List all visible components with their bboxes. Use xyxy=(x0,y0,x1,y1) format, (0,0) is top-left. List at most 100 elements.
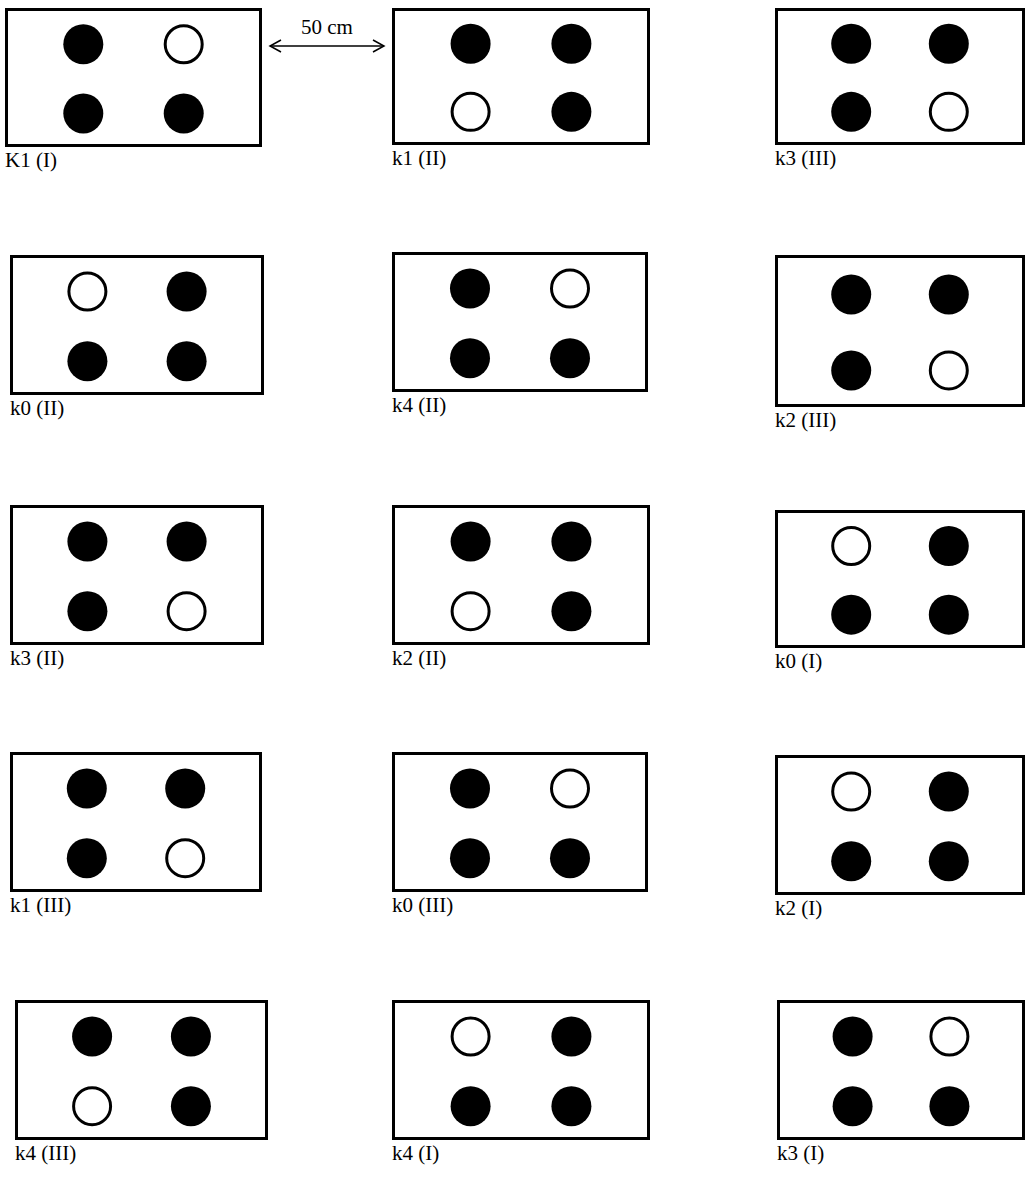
plant xyxy=(450,269,490,309)
plant xyxy=(831,841,871,881)
plot-label: k1 (III) xyxy=(10,893,71,918)
sample-plant xyxy=(833,773,870,810)
plant-markers xyxy=(13,258,261,392)
plot-label: k3 (III) xyxy=(775,146,836,171)
plant-markers xyxy=(778,258,1022,404)
plant xyxy=(167,522,207,562)
sample-plant xyxy=(168,593,205,630)
sample-plant xyxy=(552,770,589,807)
plant-markers xyxy=(778,513,1022,645)
plant xyxy=(451,522,491,562)
plant xyxy=(67,522,107,562)
plant xyxy=(450,769,490,809)
plot-box: k0 (III) xyxy=(392,752,648,892)
plant xyxy=(451,1086,491,1126)
plot-box: k3 (II) xyxy=(10,505,264,645)
plant xyxy=(451,24,491,64)
plot-label: k1 (II) xyxy=(392,146,446,171)
sample-plant xyxy=(74,1088,111,1125)
plot-label: k4 (III) xyxy=(15,1141,76,1166)
plant-markers xyxy=(395,508,647,642)
sample-plant xyxy=(167,840,204,877)
plant-markers xyxy=(395,755,645,889)
plant xyxy=(833,1086,873,1126)
plot-box: k0 (I) xyxy=(775,510,1025,648)
sample-plant xyxy=(452,93,489,130)
plant xyxy=(831,275,871,315)
plant xyxy=(167,341,207,381)
plant-markers xyxy=(780,1003,1022,1137)
sample-plant xyxy=(552,270,589,307)
plant-markers xyxy=(778,758,1022,892)
plant xyxy=(450,838,490,878)
plant xyxy=(831,24,871,64)
plot-label: k0 (I) xyxy=(775,649,822,674)
plant-markers xyxy=(13,755,259,889)
plot-box: k1 (III) xyxy=(10,752,262,892)
plant-markers xyxy=(8,11,259,144)
plot-label: k2 (III) xyxy=(775,408,836,433)
plant xyxy=(831,92,871,132)
plot-label: k0 (II) xyxy=(10,396,64,421)
plant xyxy=(551,522,591,562)
plant xyxy=(929,24,969,64)
plant xyxy=(63,93,103,133)
plant xyxy=(929,1086,969,1126)
plot-label: k2 (II) xyxy=(392,646,446,671)
sample-plant xyxy=(833,528,870,565)
plant xyxy=(551,92,591,132)
plot-box: k2 (III) xyxy=(775,255,1025,407)
plot-box: k0 (II) xyxy=(10,255,264,395)
sample-plant xyxy=(165,26,202,63)
plant xyxy=(929,841,969,881)
plant xyxy=(550,838,590,878)
plant-markers xyxy=(395,1003,647,1137)
plant xyxy=(550,338,590,378)
plot-label: k0 (III) xyxy=(392,893,453,918)
plant xyxy=(67,838,107,878)
plant xyxy=(551,591,591,631)
plot-box: k4 (II) xyxy=(392,252,648,392)
plant xyxy=(929,595,969,635)
plot-box: k3 (III) xyxy=(775,8,1025,145)
plot-label: k2 (I) xyxy=(775,896,822,921)
plant xyxy=(67,769,107,809)
plant xyxy=(164,93,204,133)
plot-box: k3 (I) xyxy=(777,1000,1025,1140)
plant xyxy=(929,772,969,812)
plant xyxy=(551,1086,591,1126)
plot-box: k1 (II) xyxy=(392,8,650,145)
sample-plant xyxy=(452,593,489,630)
plant xyxy=(171,1086,211,1126)
plot-label: K1 (I) xyxy=(5,148,57,173)
plant xyxy=(551,1017,591,1057)
dimension-arrow xyxy=(270,45,384,47)
plant-markers xyxy=(778,11,1022,142)
plant xyxy=(929,526,969,566)
plant xyxy=(167,272,207,312)
sample-plant xyxy=(452,1018,489,1055)
plot-label: k4 (II) xyxy=(392,393,446,418)
plant xyxy=(72,1017,112,1057)
plant-markers xyxy=(395,255,645,389)
plot-box: K1 (I) xyxy=(5,8,262,147)
dimension-label: 50 cm xyxy=(299,15,355,40)
sample-plant xyxy=(930,352,967,389)
plant xyxy=(551,24,591,64)
plant xyxy=(450,338,490,378)
plant-markers xyxy=(18,1003,265,1137)
plant xyxy=(165,769,205,809)
plant xyxy=(929,275,969,315)
plant xyxy=(67,591,107,631)
sample-plant xyxy=(69,273,106,310)
plant xyxy=(833,1017,873,1057)
plot-box: k2 (II) xyxy=(392,505,650,645)
plant-markers xyxy=(13,508,261,642)
plant xyxy=(831,595,871,635)
plot-label: k4 (I) xyxy=(392,1141,439,1166)
plot-label: k3 (II) xyxy=(10,646,64,671)
plot-label: k3 (I) xyxy=(777,1141,824,1166)
plant-markers xyxy=(395,11,647,142)
plant xyxy=(63,24,103,64)
plot-box: k4 (I) xyxy=(392,1000,650,1140)
